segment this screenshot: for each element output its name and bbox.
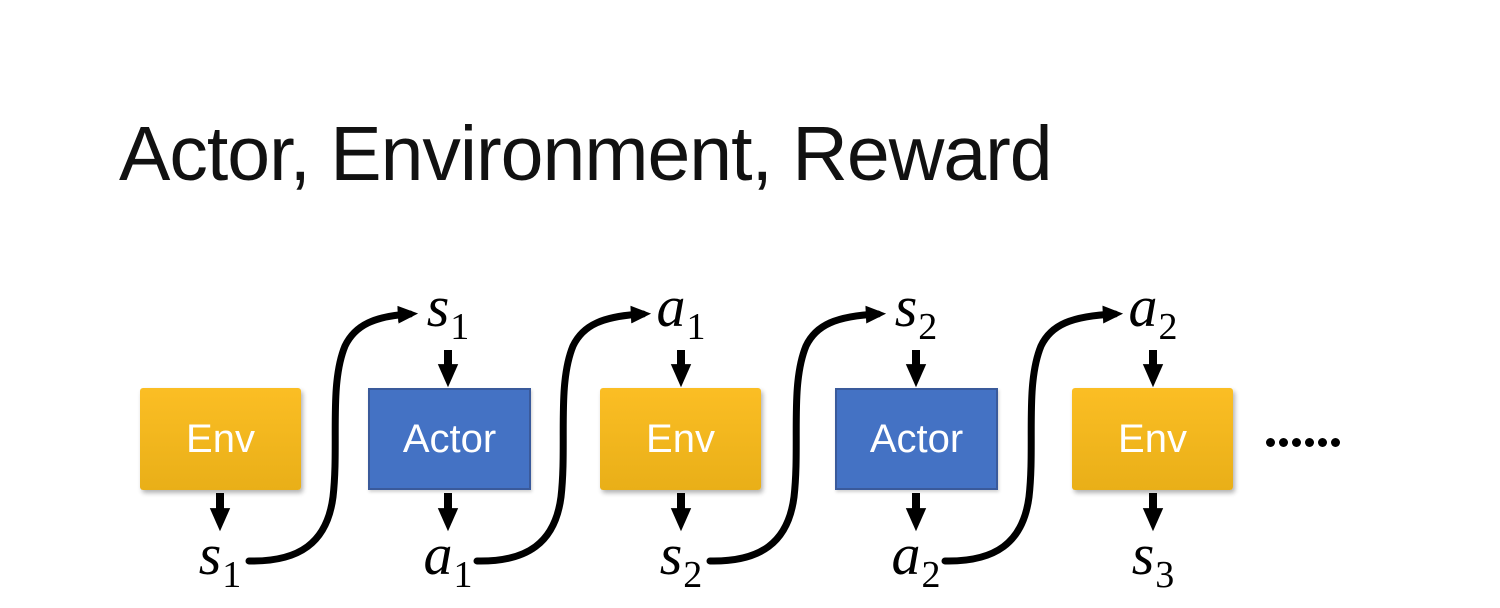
- env-box-3-label: Env: [1118, 417, 1187, 461]
- output-label-actor-2: a2: [892, 526, 941, 595]
- math-subscript: 1: [453, 554, 473, 596]
- math-symbol: s: [198, 522, 222, 587]
- math-subscript: 2: [921, 554, 941, 596]
- env-box-1: Env: [140, 388, 301, 490]
- math-symbol: s: [659, 522, 683, 587]
- input-label-actor-2: s2: [895, 278, 938, 347]
- output-label-env-2: s2: [660, 526, 703, 595]
- actor-box-1: Actor: [368, 388, 531, 490]
- continuation-dot: [1266, 438, 1275, 447]
- continuation-dot: [1318, 438, 1327, 447]
- actor-box-2: Actor: [835, 388, 998, 490]
- math-symbol: a: [656, 274, 686, 339]
- slide-title: Actor, Environment, Reward: [119, 111, 1053, 197]
- math-symbol: a: [423, 522, 453, 587]
- math-symbol: s: [426, 274, 450, 339]
- input-label-env-2: a1: [657, 278, 706, 347]
- math-symbol: s: [894, 274, 918, 339]
- continuation-dot: [1331, 438, 1340, 447]
- output-label-actor-1: a1: [424, 526, 473, 595]
- output-label-env-3: s3: [1132, 526, 1175, 595]
- env-box-2: Env: [600, 388, 761, 490]
- continuation-dot: [1305, 438, 1314, 447]
- actor-box-2-label: Actor: [869, 417, 964, 461]
- env-box-2-label: Env: [646, 417, 715, 461]
- math-subscript: 1: [686, 306, 706, 348]
- math-symbol: a: [1128, 274, 1158, 339]
- continuation-dot: [1292, 438, 1301, 447]
- math-subscript: 3: [1155, 554, 1175, 596]
- actor-box-1-label: Actor: [402, 417, 497, 461]
- math-subscript: 2: [683, 554, 703, 596]
- output-label-env-1: s1: [199, 526, 242, 595]
- math-subscript: 2: [918, 306, 938, 348]
- input-label-actor-1: s1: [427, 278, 470, 347]
- math-subscript: 2: [1158, 306, 1178, 348]
- math-symbol: s: [1131, 522, 1155, 587]
- math-subscript: 1: [450, 306, 470, 348]
- math-subscript: 1: [222, 554, 242, 596]
- input-label-env-3: a2: [1129, 278, 1178, 347]
- continuation-ellipsis: [1266, 438, 1340, 447]
- continuation-dot: [1279, 438, 1288, 447]
- env-box-1-label: Env: [186, 417, 255, 461]
- env-box-3: Env: [1072, 388, 1233, 490]
- math-symbol: a: [891, 522, 921, 587]
